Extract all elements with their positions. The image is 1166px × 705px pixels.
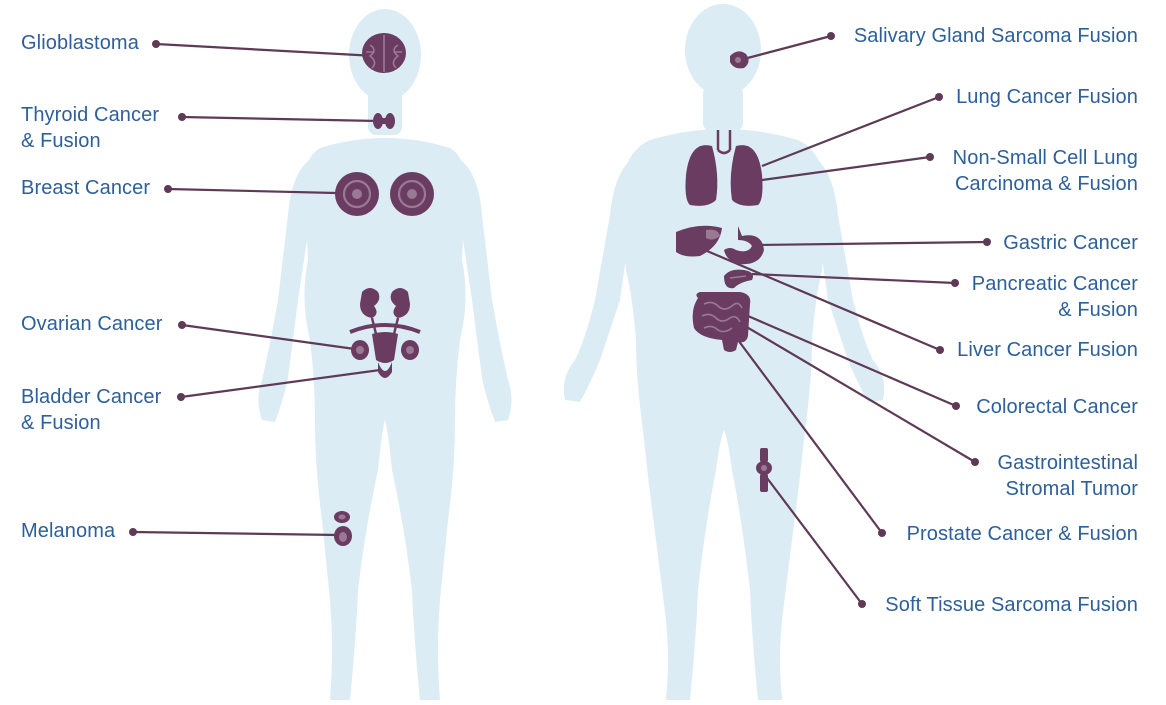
label-gist: Gastrointestinal Stromal Tumor bbox=[997, 450, 1138, 502]
label-thyroid-cancer: Thyroid Cancer & Fusion bbox=[21, 102, 159, 154]
label-pancreatic-cancer: Pancreatic Cancer & Fusion bbox=[972, 271, 1138, 323]
leader-melanoma bbox=[133, 532, 338, 535]
male-silhouette bbox=[564, 4, 885, 700]
label-liver-cancer-fusion: Liver Cancer Fusion bbox=[957, 337, 1138, 363]
label-glioblastoma: Glioblastoma bbox=[21, 30, 139, 56]
leader-lung bbox=[762, 97, 939, 166]
label-prostate-cancer: Prostate Cancer & Fusion bbox=[907, 521, 1138, 547]
label-soft-tissue-sarcoma: Soft Tissue Sarcoma Fusion bbox=[885, 592, 1138, 618]
label-gastric-cancer: Gastric Cancer bbox=[1003, 230, 1138, 256]
brain-icon bbox=[362, 33, 406, 73]
label-salivary-gland: Salivary Gland Sarcoma Fusion bbox=[854, 23, 1138, 49]
label-bladder-cancer: Bladder Cancer & Fusion bbox=[21, 384, 161, 436]
label-ovarian-cancer: Ovarian Cancer bbox=[21, 311, 162, 337]
leader-lines bbox=[133, 36, 987, 604]
label-nsclc: Non-Small Cell Lung Carcinoma & Fusion bbox=[953, 145, 1138, 197]
leader-glioblastoma bbox=[156, 44, 376, 56]
label-melanoma: Melanoma bbox=[21, 518, 115, 544]
label-lung-cancer-fusion: Lung Cancer Fusion bbox=[956, 84, 1138, 110]
label-breast-cancer: Breast Cancer bbox=[21, 175, 150, 201]
leader-thyroid bbox=[182, 117, 378, 121]
label-colorectal-cancer: Colorectal Cancer bbox=[976, 394, 1138, 420]
